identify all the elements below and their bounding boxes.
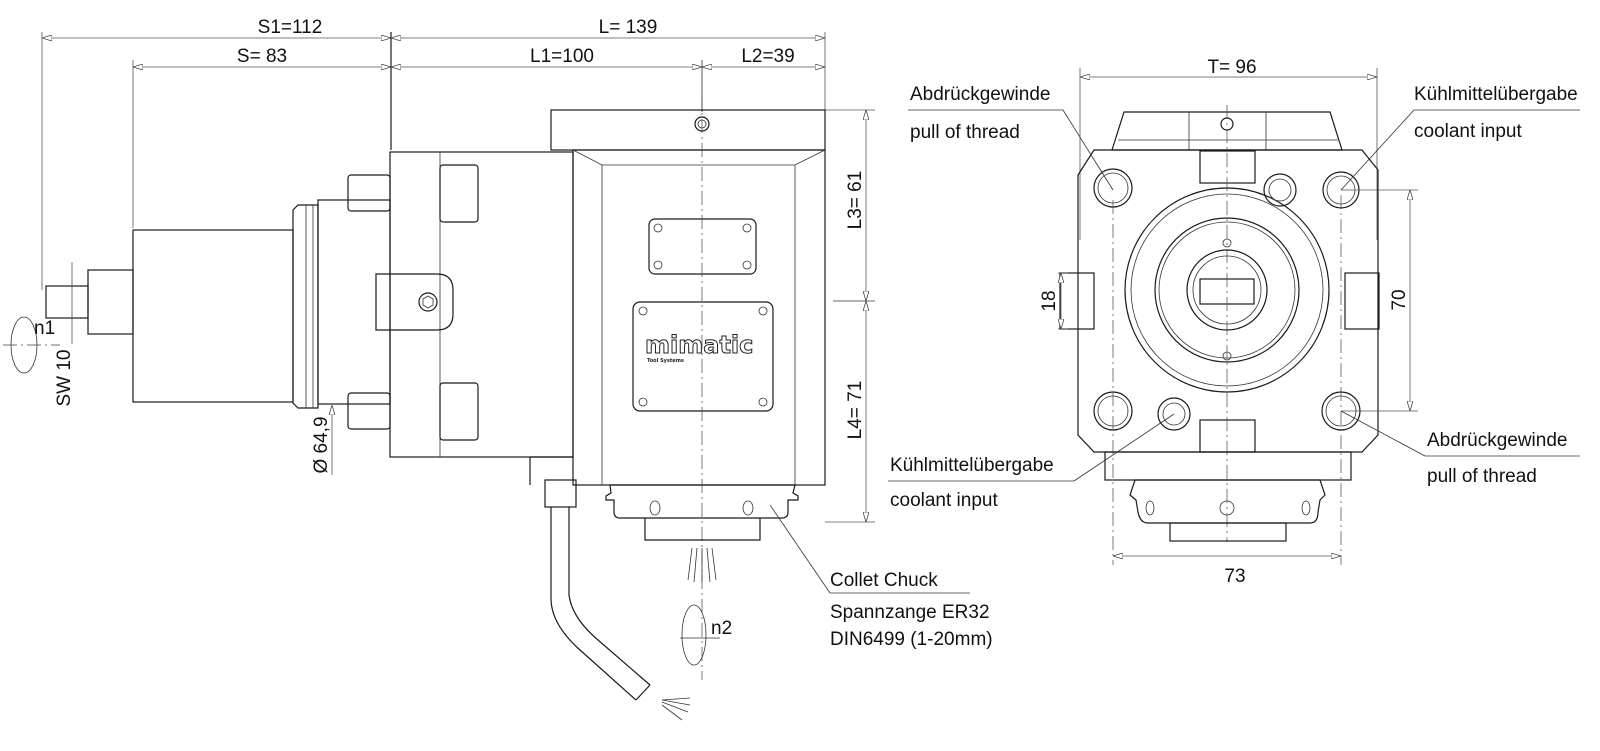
collet-nut <box>605 484 799 519</box>
brand-tagline: Tool Systems <box>647 358 684 364</box>
gear-head-block <box>389 151 574 458</box>
callout-english: coolant input <box>890 490 998 511</box>
leader-line <box>1340 109 1415 191</box>
front-housing <box>1077 149 1379 453</box>
hex-socket <box>422 295 434 309</box>
motor-housing <box>132 229 294 403</box>
rotation-label-n2: n2 <box>711 618 732 639</box>
flange-ring <box>292 204 319 409</box>
dimension-slot: 18 <box>1039 290 1060 311</box>
mount-pad-bottom <box>439 382 479 441</box>
front-view: T= 96 <box>888 57 1580 587</box>
dimension-s: S= 83 <box>237 46 287 67</box>
callout-top-right: Kühlmittelübergabe coolant input <box>1340 84 1580 191</box>
dimension-sw: SW 10 <box>54 349 75 406</box>
chamfer <box>572 149 826 166</box>
main-housing <box>572 149 826 486</box>
input-shaft <box>45 285 89 319</box>
top-key-slot <box>1199 150 1256 184</box>
callout-bottom-right: Abdrückgewinde pull of thread <box>1340 410 1580 487</box>
rotation-label-n1: n1 <box>34 318 55 339</box>
callout-collet-line3: DIN6499 (1-20mm) <box>830 629 993 650</box>
brand-logo: mimatic <box>645 331 753 359</box>
callout-german: Kühlmittelübergabe <box>1414 84 1578 105</box>
bolt-hole <box>1263 173 1297 207</box>
right-slot <box>1344 272 1380 330</box>
left-slot <box>1059 272 1095 330</box>
callout-german: Abdrückgewinde <box>910 84 1050 105</box>
clamp-bracket <box>375 273 454 331</box>
dimension-s1: S1=112 <box>258 17 323 38</box>
top-cap <box>550 109 826 151</box>
leader-line <box>769 504 831 594</box>
coolant-spray-icon <box>661 697 691 721</box>
leader-line <box>1062 109 1114 191</box>
hex-socket-screw-icon <box>418 292 438 312</box>
nameplate <box>632 301 774 412</box>
hose-end <box>635 684 651 701</box>
coolant-hose <box>550 507 637 701</box>
callout-german: Kühlmittelübergabe <box>890 455 1054 476</box>
leader-line <box>1073 413 1175 482</box>
leader-line <box>1340 410 1426 457</box>
bolt-head-bottom <box>347 392 391 430</box>
callout-collet-line2: Spannzange ER32 <box>830 602 990 623</box>
mount-pad-top <box>439 164 479 223</box>
bottom-collar <box>1104 451 1352 481</box>
adapter-body <box>317 199 391 405</box>
coolant-input-hole <box>1157 397 1191 431</box>
dimension-diameter: Ø 64,9 <box>311 416 332 473</box>
dimension-hole-spacing: 70 <box>1389 289 1410 310</box>
side-view: S1=112 S= 83 L= 139 L1=100 L2=39 L3= 61 … <box>3 17 993 721</box>
collet-front <box>1169 522 1287 542</box>
hose-fitting <box>544 479 577 508</box>
dimension-l3: L3= 61 <box>845 171 866 230</box>
dimension-width-bottom: 73 <box>1224 566 1245 587</box>
callout-top-left: Abdrückgewinde pull of thread <box>908 84 1114 191</box>
dimension-l: L= 139 <box>599 17 658 38</box>
bottom-key-slot <box>1199 419 1256 453</box>
dimension-l4: L4= 71 <box>845 381 866 440</box>
shaft-collar <box>87 269 134 335</box>
dimension-t: T= 96 <box>1207 57 1256 78</box>
dimension-l1: L1=100 <box>530 46 594 67</box>
coolant-hose-edge <box>568 507 651 686</box>
collet-nut-front <box>1129 479 1326 524</box>
callout-german: Abdrückgewinde <box>1427 430 1567 451</box>
cover-plate <box>648 218 757 275</box>
callout-english: pull of thread <box>910 122 1020 143</box>
dimension-l2: L2=39 <box>741 46 794 67</box>
bolt-head-top <box>347 174 391 212</box>
callout-english: coolant input <box>1414 121 1522 142</box>
callout-bottom-left: Kühlmittelübergabe coolant input <box>888 413 1175 511</box>
callout-collet-line1: Collet Chuck <box>830 570 938 591</box>
rotation-arrow-n2-icon <box>681 604 707 666</box>
tool-spray-icon <box>687 547 717 583</box>
callout-english: pull of thread <box>1427 466 1537 487</box>
collet <box>644 518 761 541</box>
